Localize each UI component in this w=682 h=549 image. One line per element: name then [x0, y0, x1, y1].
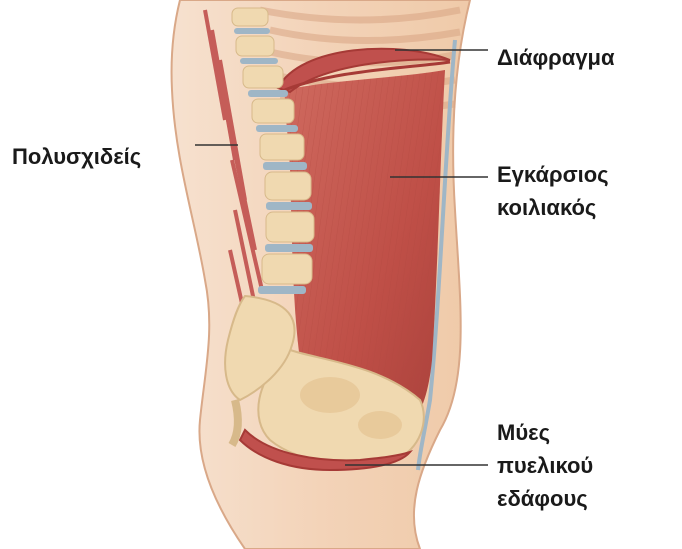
transversus-label-line2: κοιλιακός [497, 191, 609, 224]
transversus-label-line1: Εγκάρσιος [497, 158, 609, 191]
diaphragm-label: Διάφραγμα [497, 41, 615, 74]
pelvic-floor-label-line2: πυελικού [497, 449, 593, 482]
pelvic-floor-label-line1: Μύες [497, 416, 593, 449]
pelvic-floor-label-line3: εδάφους [497, 482, 593, 515]
transversus-abdominis-label: Εγκάρσιος κοιλιακός [497, 158, 609, 224]
multifidus-label-text: Πολυσχιδείς [12, 140, 141, 173]
pelvic-floor-label: Μύες πυελικού εδάφους [497, 416, 593, 515]
diaphragm-label-text: Διάφραγμα [497, 41, 615, 74]
multifidus-label: Πολυσχιδείς [12, 140, 141, 173]
